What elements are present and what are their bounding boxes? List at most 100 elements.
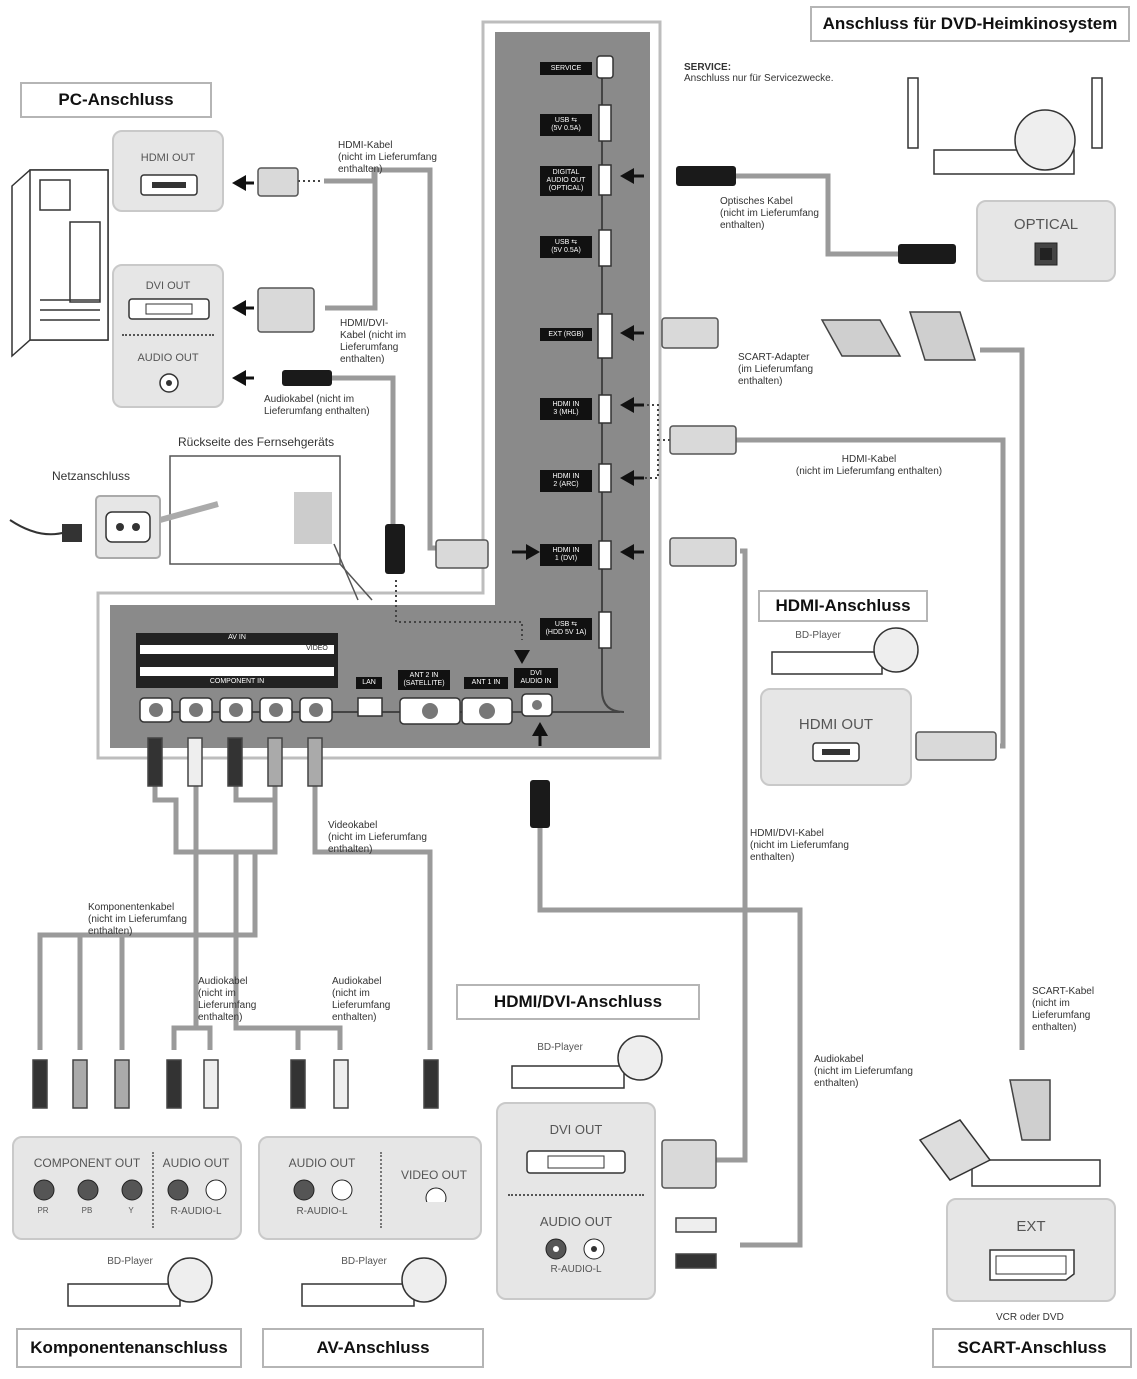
usb1-port[interactable]: [598, 104, 612, 142]
label-ant1: ANT 1 IN: [464, 677, 508, 689]
caption-hdmi-dvi-cable-pc: HDMI/DVI- Kabel (nicht im Lieferumfang e…: [340, 318, 407, 365]
hdmi-cable-pc: [324, 167, 450, 551]
disc-icon: [1014, 109, 1076, 171]
caption-service-text: Anschluss nur für Servicezwecke.: [684, 73, 834, 84]
caption-tv-back: Rückseite des Fernsehgeräts: [178, 435, 335, 449]
label-usb3: USB ⇆ (HDD 5V 1A): [540, 618, 592, 640]
section-component: Komponentenanschluss: [16, 1328, 242, 1368]
caption-audio-cable-av: Audiokabel (nicht im Lieferumfang enthal…: [332, 976, 391, 1023]
caption-scart-adapter: SCART-Adapter (im Lieferumfang enthalten…: [738, 352, 814, 387]
arrow-icon: [232, 175, 246, 191]
label-usb2: USB ⇆ (5V 0.5A): [540, 236, 592, 258]
caption-audio-cable-pc: Audiokabel (nicht im Lieferumfang enthal…: [264, 394, 370, 417]
vcr-icon: [971, 1159, 1101, 1187]
bd-hdmi-out-box: HDMI OUT: [760, 688, 912, 786]
component-out-box: COMPONENT OUT AUDIO OUT PR PB Y R-AUDIO-…: [12, 1136, 242, 1240]
arrow-icon: [532, 722, 548, 736]
pc-tower-icon: [11, 169, 109, 358]
caption-optical-cable: Optisches Kabel (nicht im Lieferumfang e…: [720, 196, 819, 231]
label-av-in: AV IN: [228, 634, 246, 641]
bd-r-audio-l-label: R-AUDIO-L: [550, 1264, 602, 1275]
optical-port[interactable]: [598, 164, 612, 196]
label-pb: PB: [81, 1206, 93, 1215]
bd-dvi-audio-box: DVI OUT AUDIO OUT R-AUDIO-L: [496, 1102, 656, 1300]
pc-audio-out-label: AUDIO OUT: [137, 352, 199, 364]
component-audio-out-label: AUDIO OUT: [162, 1156, 230, 1170]
hdmi1-port[interactable]: [598, 540, 612, 570]
hdmi2-port[interactable]: [598, 463, 612, 493]
section-pc: PC-Anschluss: [20, 82, 212, 118]
section-hdmi-dvi: HDMI/DVI-Anschluss: [456, 984, 700, 1020]
ext-rgb-port[interactable]: [597, 313, 613, 359]
hdmi3-port[interactable]: [598, 394, 612, 424]
usb2-port[interactable]: [598, 229, 612, 267]
label-component-in: COMPONENT IN: [209, 678, 265, 685]
speaker-icon: [907, 77, 919, 149]
label-pr: PR: [37, 1206, 49, 1215]
arrow-icon: [232, 300, 246, 316]
audio-cable-pc: [330, 375, 396, 530]
caption-video-cable: Videokabel (nicht im Lieferumfang enthal…: [328, 820, 427, 855]
power-socket-icon: [9, 495, 161, 559]
av-in-block: [136, 633, 338, 688]
bd-player-label: BD-Player: [795, 630, 841, 641]
arrow-icon: [514, 650, 530, 664]
label-y: Y: [128, 1206, 134, 1215]
caption-hdmi-cable-pc: HDMI-Kabel (nicht im Lieferumfang enthal…: [338, 140, 437, 175]
av-audio-out-label: AUDIO OUT: [288, 1156, 356, 1170]
bd-player-icon: [511, 1065, 625, 1089]
label-dvi-audio: DVI AUDIO IN: [514, 668, 558, 688]
arrow-icon: [620, 397, 634, 413]
bd-player-icon: [67, 1283, 181, 1307]
ext-label: EXT: [1016, 1218, 1046, 1235]
av-out-box: AUDIO OUT VIDEO OUT R-AUDIO-L: [258, 1136, 482, 1240]
label-ant2: ANT 2 IN (SATELLITE): [398, 670, 450, 690]
bd-player-label: BD-Player: [107, 1256, 153, 1267]
optical-cable: [736, 173, 900, 257]
arrow-icon: [620, 325, 634, 341]
arrow-icon: [620, 168, 634, 184]
component-out-label: COMPONENT OUT: [33, 1156, 141, 1170]
arrow-icon: [620, 544, 634, 560]
section-dvd-home: Anschluss für DVD-Heimkinosystem: [810, 6, 1130, 42]
caption-vcr-dvd: VCR oder DVD: [996, 1312, 1064, 1323]
label-video: VIDEO: [306, 645, 328, 652]
section-scart: SCART-Anschluss: [932, 1328, 1132, 1368]
arrow-icon: [620, 470, 634, 486]
hdmi-dvi-cable-right: [715, 548, 748, 1163]
lan-port[interactable]: [357, 697, 383, 717]
usb3-port[interactable]: [598, 611, 612, 649]
speaker-icon: [1091, 77, 1103, 149]
label-usb1: USB ⇆ (5V 0.5A): [540, 114, 592, 136]
bd-hdmi-out-label: HDMI OUT: [798, 716, 874, 733]
tv-panel: [110, 32, 650, 748]
av-r-audio-l-label: R-AUDIO-L: [296, 1206, 348, 1217]
service-port[interactable]: [596, 55, 614, 79]
arrow-icon: [232, 370, 246, 386]
hdmi-cable-right: [736, 437, 1006, 749]
bd-player-label: BD-Player: [341, 1256, 387, 1267]
ext-box: EXT: [946, 1198, 1116, 1302]
label-lan: LAN: [356, 677, 382, 689]
arrow-icon: [526, 544, 540, 560]
caption-power: Netzanschluss: [52, 469, 131, 483]
label-hdmi1: HDMI IN 1 (DVI): [540, 544, 592, 566]
section-hdmi: HDMI-Anschluss: [758, 590, 928, 622]
bd-player-icon: [301, 1283, 415, 1307]
pc-hdmi-out-box: HDMI OUT: [112, 130, 224, 212]
optical-label: OPTICAL: [1013, 216, 1079, 233]
pc-dvi-out-label: DVI OUT: [145, 280, 191, 292]
caption-hdmi-dvi-cable-right: HDMI/DVI-Kabel (nicht im Lieferumfang en…: [750, 828, 849, 863]
section-av: AV-Anschluss: [262, 1328, 484, 1368]
bd-audio-out-label: AUDIO OUT: [539, 1214, 613, 1229]
caption-service-title: SERVICE:: [684, 62, 732, 73]
label-hdmi3: HDMI IN 3 (MHL): [540, 398, 592, 420]
caption-component-cable: Komponentenkabel (nicht im Lieferumfang …: [88, 902, 187, 937]
label-ext-rgb: EXT (RGB): [540, 328, 592, 341]
label-hdmi2: HDMI IN 2 (ARC): [540, 470, 592, 492]
bd-player-icon: [771, 651, 883, 675]
scart-cable: [980, 347, 1025, 1050]
bd-dvi-out-label: DVI OUT: [549, 1122, 603, 1137]
optical-box: OPTICAL: [976, 200, 1116, 282]
comp-r-audio-l-label: R-AUDIO-L: [170, 1206, 222, 1217]
